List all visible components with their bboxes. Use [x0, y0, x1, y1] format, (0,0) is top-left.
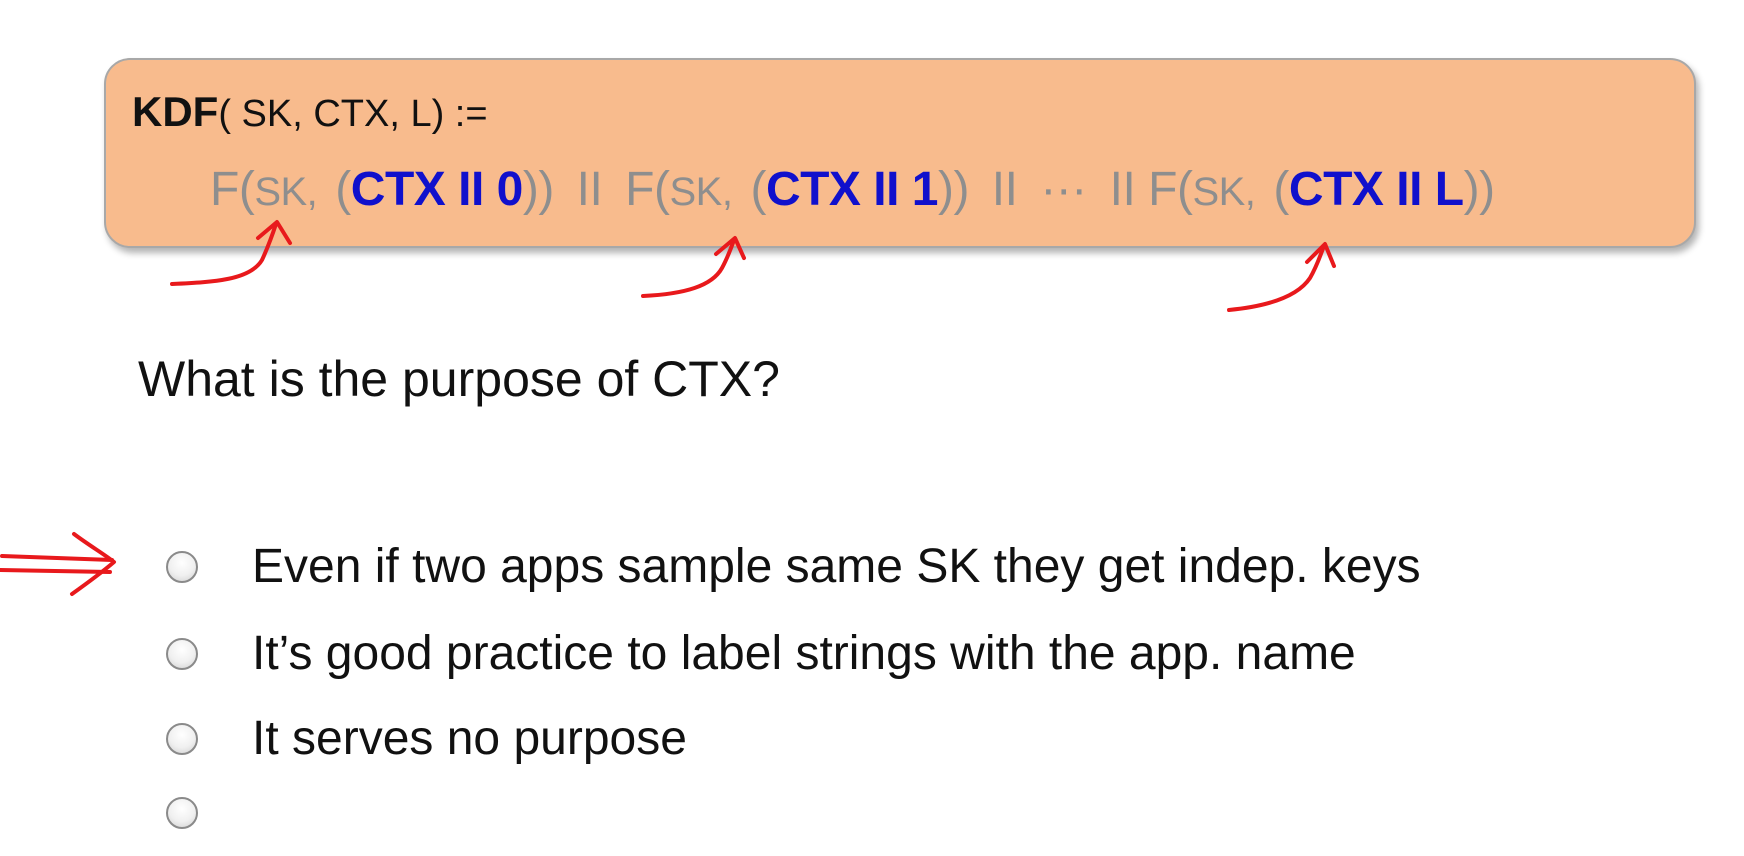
term-paren: ( — [335, 163, 351, 216]
term-ctx: CTX II 1 — [765, 163, 939, 216]
option-label: Even if two apps sample same SK they get… — [252, 540, 1421, 593]
term-0: F(SK, (CTX II 0)) — [210, 163, 554, 216]
radio-button[interactable] — [166, 722, 198, 755]
concat-operator: II — [576, 163, 603, 216]
term-sk: SK, — [254, 170, 318, 214]
term-paren: )) — [937, 163, 969, 216]
option-4[interactable] — [166, 797, 252, 829]
term-sk: SK, — [1192, 170, 1256, 214]
concat-operator: II — [991, 163, 1018, 216]
question-text: What is the purpose of CTX? — [138, 351, 780, 407]
term-ctx: CTX II L — [1288, 163, 1464, 216]
term-2: F(SK, (CTX II L)) — [1148, 163, 1495, 216]
term-paren: ( — [1273, 163, 1289, 216]
sk-arrow-icon — [1227, 242, 1336, 312]
radio-button[interactable] — [166, 797, 198, 829]
ellipsis: ··· — [1040, 163, 1087, 216]
kdf-expression: F(SK,(CTX II 0)) II F(SK,(CTX II 1)) II … — [210, 162, 1495, 217]
kdf-name: KDF — [132, 88, 219, 135]
term-sk: SK, — [669, 170, 733, 214]
term-paren: ( — [750, 163, 766, 216]
option-1[interactable]: Even if two apps sample same SK they get… — [166, 539, 1421, 594]
kdf-signature: KDF( SK, CTX, L) := — [132, 88, 488, 136]
option-3[interactable]: It serves no purpose — [166, 711, 687, 766]
kdf-args: ( SK, CTX, L) := — [218, 93, 488, 135]
term-f: F( — [625, 163, 670, 216]
term-ctx: CTX II 0 — [350, 163, 524, 216]
option-label: It’s good practice to label strings with… — [252, 627, 1356, 680]
term-paren: )) — [1463, 163, 1495, 216]
concat-operator: II — [1109, 163, 1136, 216]
term-f: F( — [210, 163, 255, 216]
radio-button[interactable] — [166, 550, 198, 583]
term-f: F( — [1148, 163, 1193, 216]
radio-button[interactable] — [166, 637, 198, 670]
kdf-definition-box: KDF( SK, CTX, L) := F(SK,(CTX II 0)) II … — [104, 58, 1696, 248]
term-paren: )) — [522, 163, 554, 216]
term-1: F(SK, (CTX II 1)) — [625, 163, 969, 216]
option-label: It serves no purpose — [252, 712, 687, 765]
option-2[interactable]: It’s good practice to label strings with… — [166, 626, 1356, 681]
double-arrow-icon — [0, 532, 116, 596]
